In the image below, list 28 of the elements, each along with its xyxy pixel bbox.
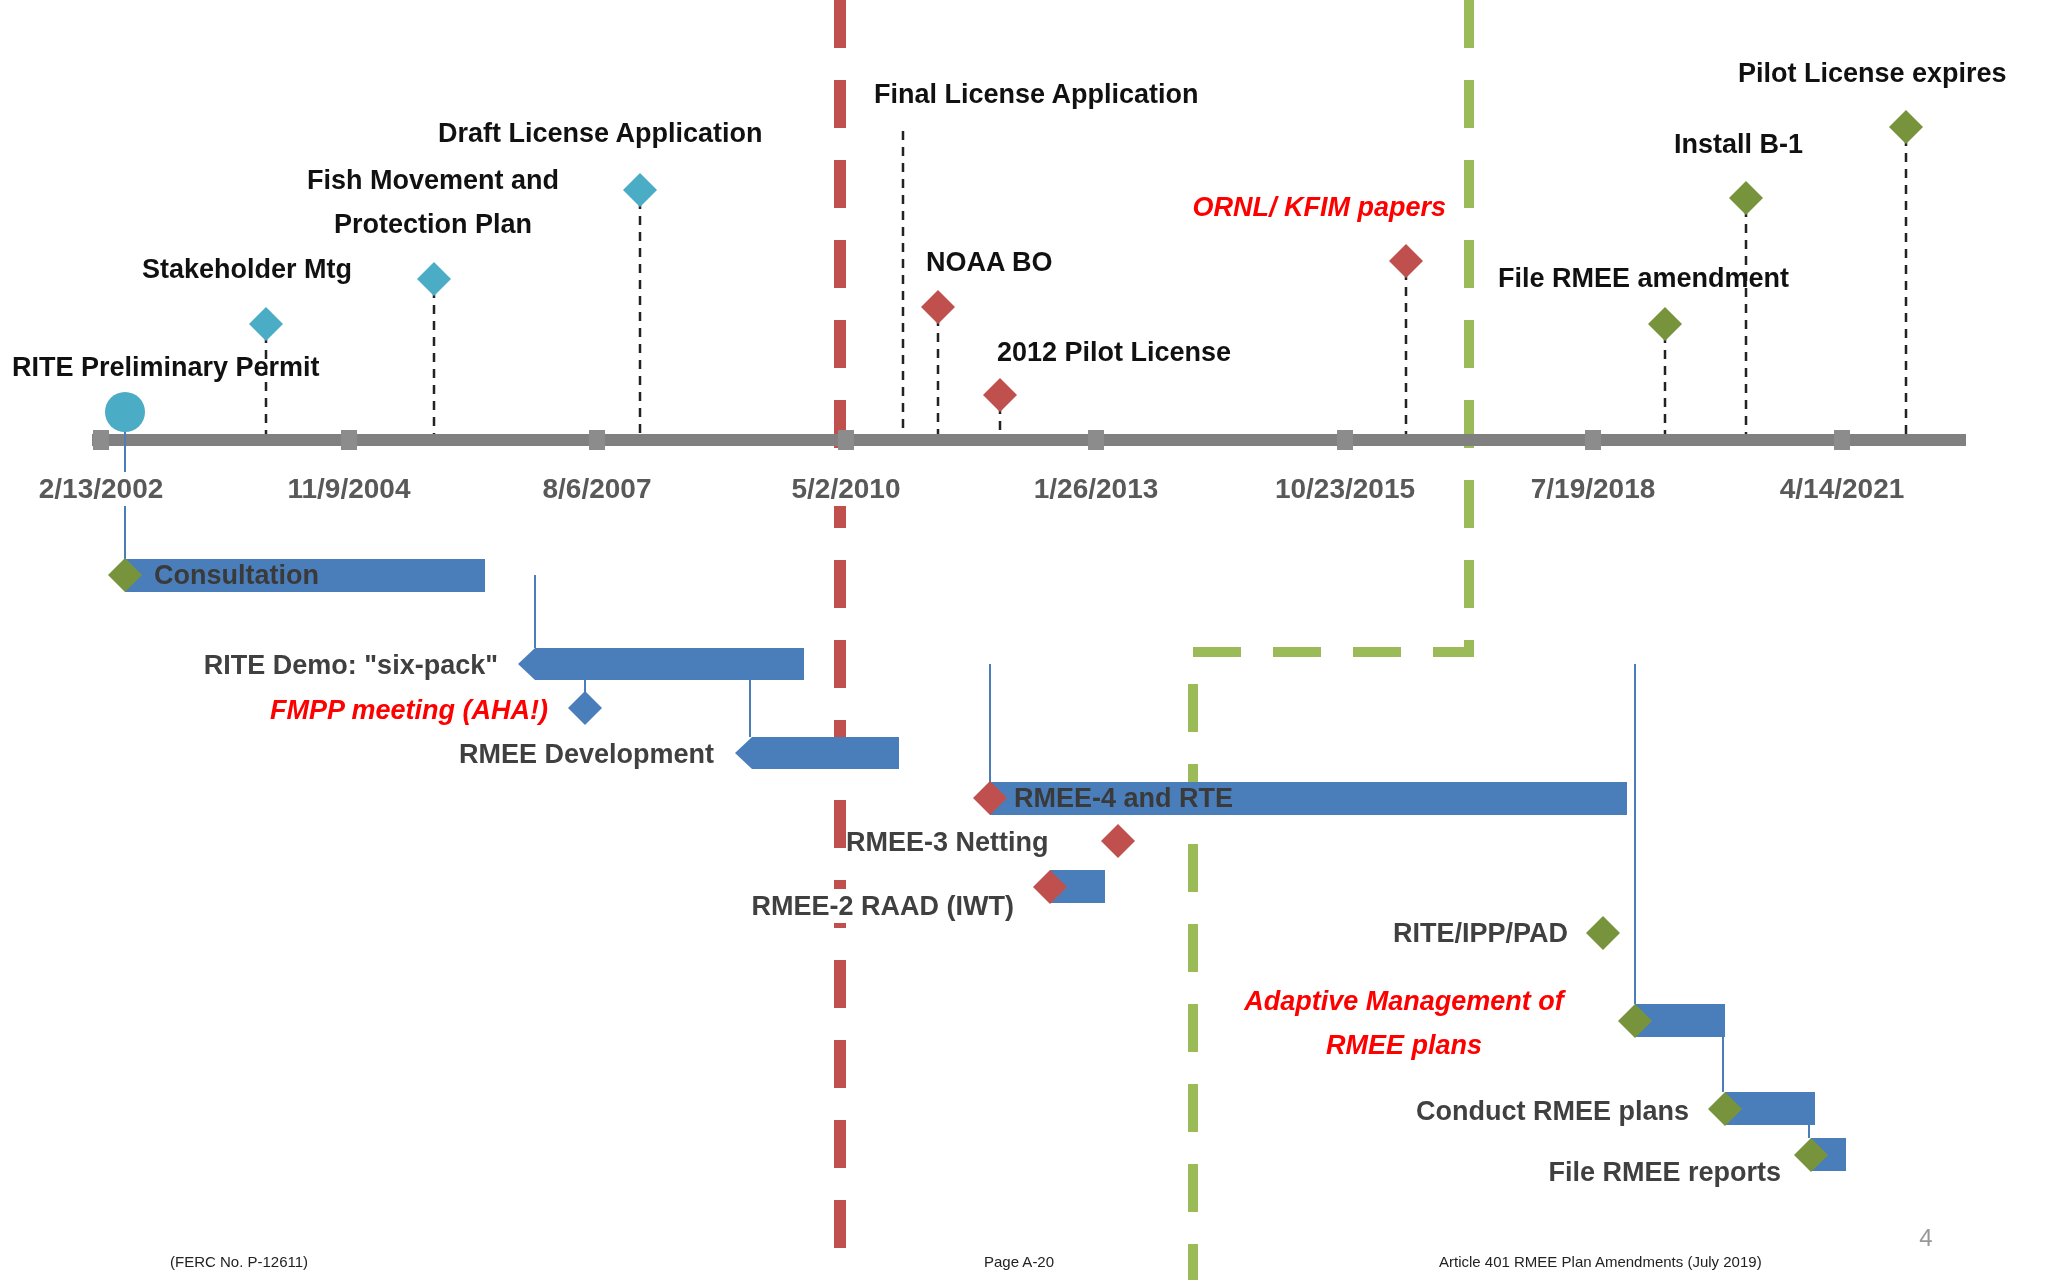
date-label: 2/13/2002 [36, 472, 166, 506]
page-number: 4 [1919, 1223, 1933, 1253]
task-label: RMEE-2 RAAD (IWT) [751, 889, 1014, 923]
task-label: Consultation [154, 560, 319, 591]
milestone-label: Install B-1 [1674, 128, 1804, 161]
task-bar [125, 559, 485, 592]
task-label: RMEE-4 and RTE [1014, 783, 1234, 814]
task-bar [518, 648, 804, 680]
footer-text: Article 401 RMEE Plan Amendments (July 2019) [1439, 1253, 1762, 1271]
milestone-label: File RMEE amendment [1498, 262, 1790, 295]
footer-text: Page A-20 [984, 1253, 1055, 1271]
milestone-label: FMPP meeting (AHA!) [270, 694, 548, 727]
milestone-label: Fish Movement and Protection Plan [306, 164, 560, 241]
link-line [749, 679, 751, 738]
milestone-label: 2012 Pilot License [997, 336, 1232, 369]
link-line [1808, 1124, 1810, 1139]
milestone-label: RITE Preliminary Permit [12, 351, 320, 384]
milestone-label: Draft License Application [438, 117, 763, 150]
footer-text: (FERC No. P-12611) [170, 1253, 309, 1271]
task-label: Adaptive Management of RMEE plans [1243, 985, 1567, 1062]
milestone-label: ORNL/ KFIM papers [1192, 191, 1446, 224]
milestone-label: Stakeholder Mtg [142, 253, 353, 286]
milestone-label: NOAA BO [926, 246, 1053, 279]
milestone-label: Final License Application [874, 78, 1199, 111]
milestone-label: Pilot License expires [1738, 57, 2007, 90]
link-line [1722, 1036, 1724, 1093]
task-bar [735, 737, 899, 769]
task-bar [990, 782, 1627, 815]
